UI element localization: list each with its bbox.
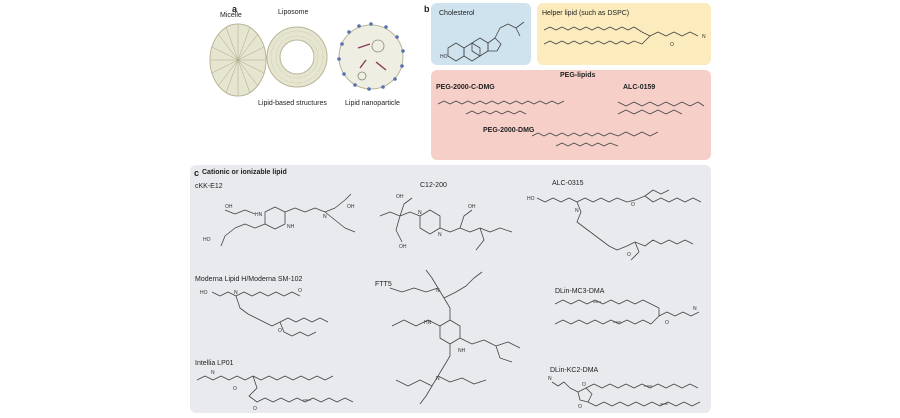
alc-0315-label: ALC-0315 — [552, 180, 584, 187]
ftt5-label: FTT5 — [375, 281, 392, 288]
c12-n-1: N — [418, 210, 422, 216]
cationic-lipid-box — [190, 165, 711, 413]
panel-b-letter: b — [424, 4, 430, 14]
moderna-label: Moderna Lipid H/Moderna SM-102 — [195, 276, 303, 283]
c12-oh-1: OH — [396, 194, 404, 200]
panel-a-letter: a — [232, 4, 238, 14]
cholesterol-label: Cholesterol — [439, 10, 475, 17]
dlin-kc2-dma-label: DLin-KC2-DMA — [550, 367, 599, 374]
ckk-nh: NH — [287, 224, 295, 230]
ftt5-hn: HN — [424, 320, 432, 326]
peg-c-dmg-label: PEG-2000-C-DMG — [436, 84, 495, 91]
panel-c-letter: c — [194, 168, 200, 178]
dspc-n: N — [702, 34, 706, 40]
dlin-kc2-dma-structure: N O O — [548, 376, 701, 410]
lp01-o-1: O — [233, 386, 237, 392]
lipid-nanoparticle-diagram — [337, 22, 405, 91]
alc0315-n: N — [575, 208, 579, 214]
c12-oh-3: OH — [399, 244, 407, 250]
peg-dmg-label: PEG-2000-DMG — [483, 127, 535, 134]
c12-n-2: N — [438, 232, 442, 238]
ckk-n: N — [323, 214, 327, 220]
dspc-o: O — [670, 42, 674, 48]
kc2-o-1: O — [582, 382, 586, 388]
ckk-e12-label: cKK-E12 — [195, 183, 223, 190]
mc3-n: N — [693, 306, 697, 312]
intellia-lp01-label: Intellia LP01 — [195, 360, 234, 367]
peg-lipids-box — [431, 70, 711, 160]
kc2-n: N — [548, 376, 552, 382]
ftt5-n-1: N — [436, 288, 440, 294]
sm102-ho: HO — [200, 290, 208, 296]
alc-0159-label: ALC-0159 — [623, 84, 656, 91]
alc0315-ho: HO — [527, 196, 535, 202]
lp01-n: N — [211, 370, 215, 376]
cationic-title: Cationic or ionizable lipid — [202, 169, 287, 176]
dlin-mc3-dma-label: DLin-MC3-DMA — [555, 288, 605, 295]
liposome-label: Liposome — [278, 9, 309, 16]
liposome-diagram — [266, 26, 328, 88]
sm102-n: N — [234, 290, 238, 296]
helper-lipid-label: Helper lipid (such as DSPC) — [542, 10, 630, 17]
sm102-o-1: O — [298, 288, 302, 294]
alc0315-o-1: O — [631, 202, 635, 208]
dlin-mc3-dma-structure: N O — [554, 299, 700, 326]
micelle-label: Micelle — [220, 12, 242, 19]
dspc-structure: N O — [543, 26, 706, 48]
ftt5-n-2: N — [436, 376, 440, 382]
alc0315-o-2: O — [627, 252, 631, 258]
kc2-o-2: O — [578, 404, 582, 410]
ckk-ho: HO — [203, 237, 211, 243]
ckk-e12-structure: OH HO HN NH OH N — [203, 193, 356, 247]
peg-lipids-label: PEG-lipids — [560, 72, 596, 79]
alc-0315-structure: HO N O O — [527, 189, 702, 261]
ckk-oh-1: OH — [225, 204, 233, 210]
ckk-oh-2: OH — [347, 204, 355, 210]
ftt5-nh: NH — [458, 348, 466, 354]
sm-102-structure: HO N O O — [200, 288, 329, 337]
c12-200-label: C12-200 — [420, 182, 447, 189]
peg-lipid-structures — [437, 100, 705, 147]
ftt5-structure: HN NH N N — [389, 269, 521, 405]
mc3-o: O — [665, 320, 669, 326]
sm102-o-2: O — [278, 328, 282, 334]
cholesterol-ho: HO — [440, 54, 448, 60]
intellia-lp01-structure: N O O — [196, 370, 354, 412]
micelle-diagram — [209, 23, 267, 97]
lipid-nanoparticle-label: Lipid nanoparticle — [345, 100, 400, 107]
c12-200-structure: OH OH OH N N — [379, 194, 513, 251]
lipid-based-structures-label: Lipid-based structures — [258, 100, 327, 107]
ckk-hn: HN — [255, 212, 263, 218]
helper-lipid-box — [537, 3, 711, 65]
c12-oh-2: OH — [468, 204, 476, 210]
lp01-o-2: O — [253, 406, 257, 412]
cholesterol-structure: HO — [440, 21, 525, 62]
